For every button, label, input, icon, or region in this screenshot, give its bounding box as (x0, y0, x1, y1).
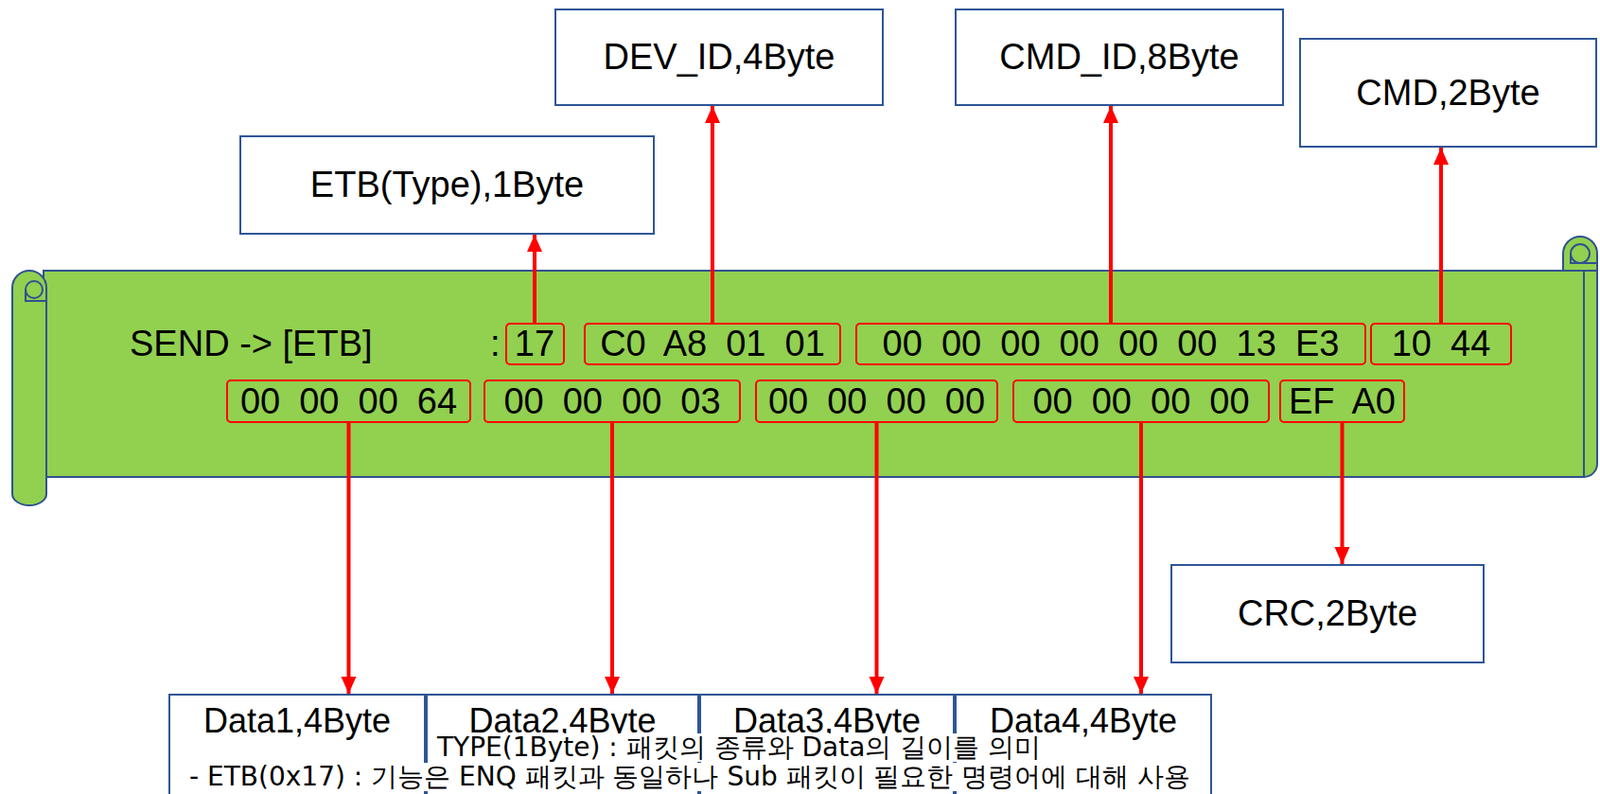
byte-field-box: C0 A8 01 01 (583, 322, 842, 366)
field-label: ETB(Type),1Byte (310, 164, 584, 206)
scroll-edge (1563, 269, 1598, 272)
byte-field-box: 00 00 00 00 (1012, 379, 1270, 423)
pointer-arrow (610, 422, 615, 694)
byte-field-box: 10 44 (1370, 322, 1513, 366)
packet-prefix-text: SEND -> [ETB] (129, 322, 373, 366)
byte-field-box: 00 00 00 64 (226, 379, 472, 423)
field-label-box: ETB(Type),1Byte (239, 135, 655, 235)
hex-bytes: EF A0 (1288, 381, 1396, 422)
note-text: - ETB(0x17) : 기능은 ENQ 패킷과 동일하나 Sub 패킷이 필… (185, 762, 1195, 792)
hex-bytes: 00 00 00 03 (503, 381, 721, 422)
hex-bytes: 00 00 00 00 (768, 381, 985, 422)
pointer-arrow (1139, 422, 1143, 694)
field-label-box: CRC,2Byte (1170, 563, 1485, 664)
scroll-left-roll (12, 270, 47, 506)
field-label-box: DEV_ID,4Byte (554, 8, 884, 106)
pointer-arrow (875, 422, 880, 694)
byte-field-box: 17 (505, 322, 565, 366)
scroll-curl (1570, 244, 1590, 264)
field-label-box: CMD_ID,8Byte (954, 8, 1284, 106)
scroll-banner-region: SEND -> [ETB]:17 C0 A8 01 01 00 00 00 00 0… (12, 270, 1598, 506)
byte-field-box: 00 00 00 00 (755, 379, 999, 423)
scroll-curl-line (25, 289, 47, 301)
pointer-arrow (1108, 105, 1113, 323)
pointer-arrow (532, 234, 537, 323)
field-label-box: CMD,2Byte (1299, 37, 1598, 148)
field-label: CRC,2Byte (1237, 593, 1418, 634)
byte-field-box: 00 00 00 03 (483, 379, 741, 423)
byte-field-box: 00 00 00 00 00 00 13 E3 (855, 322, 1367, 366)
hex-bytes: 00 00 00 00 (1032, 381, 1249, 422)
hex-bytes: 10 44 (1391, 323, 1492, 365)
field-label: CMD,2Byte (1355, 72, 1540, 114)
hex-bytes: 17 (514, 323, 555, 365)
pointer-arrow (1340, 422, 1345, 564)
field-label: Data1,4Byte (203, 701, 391, 741)
hex-bytes: 00 00 00 64 (240, 381, 458, 422)
scroll-curl (25, 281, 43, 299)
hex-bytes: 00 00 00 00 00 00 13 E3 (882, 323, 1340, 365)
scroll-curl-line (1570, 253, 1598, 264)
note-text: TYPE(1Byte) : 패킷의 종류와 Data의 길이를 의미 (433, 733, 1045, 762)
byte-field-box: EF A0 (1279, 379, 1406, 423)
hex-bytes: C0 A8 01 01 (599, 323, 826, 365)
scroll-body (43, 270, 1584, 477)
field-label: DEV_ID,4Byte (603, 36, 836, 78)
pointer-arrow (347, 422, 352, 694)
pointer-arrow (1439, 147, 1443, 323)
pointer-arrow (710, 105, 715, 323)
packet-prefix-text: : (490, 322, 501, 366)
field-label: CMD_ID,8Byte (999, 36, 1239, 78)
